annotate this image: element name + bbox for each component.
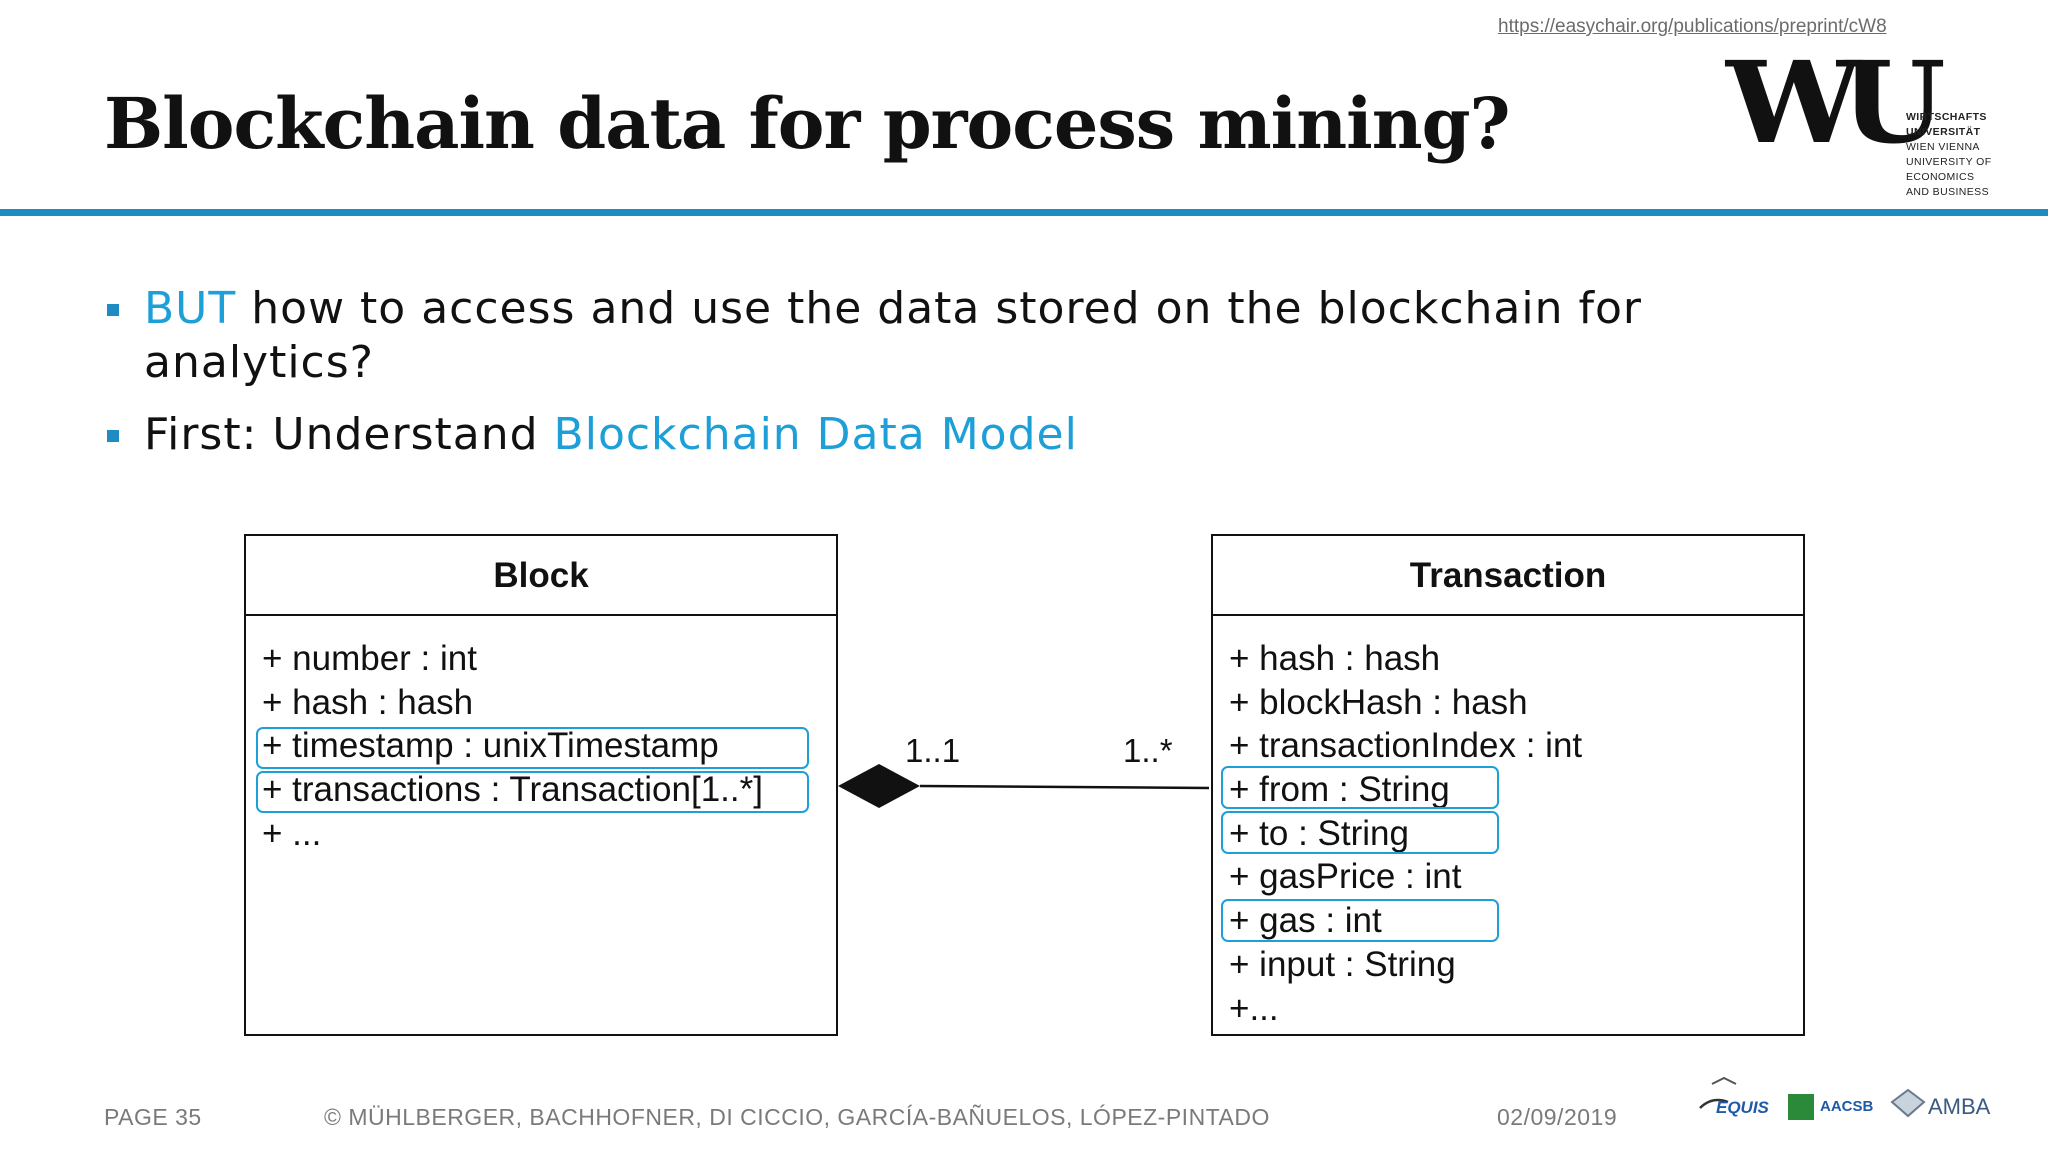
university-logo: WU WIRTSCHAFTS UNIVERSITÄT WIEN VIENNA U… [1722, 38, 1992, 204]
equis-label: EQUIS [1716, 1098, 1769, 1117]
bullet-marker [107, 430, 119, 442]
footer-date: 02/09/2019 [1497, 1104, 1618, 1130]
logo-line: UNIVERSITÄT [1906, 126, 1981, 138]
highlight-transactions [256, 771, 809, 813]
slide-title: Blockchain data for process mining? [104, 82, 1511, 165]
bullet-highlight: Blockchain Data Model [553, 409, 1078, 460]
logo-text: WIRTSCHAFTS UNIVERSITÄT WIEN VIENNA UNIV… [1906, 110, 1992, 200]
header-divider [0, 209, 2048, 216]
bullet-text: how to access and use the data stored on… [144, 283, 1642, 388]
transaction-attribute: + blockHash : hash [1229, 682, 1528, 722]
logo-line: WIEN VIENNA [1906, 141, 1980, 153]
logo-line: AND BUSINESS [1906, 186, 1989, 198]
block-attribute: + hash : hash [262, 682, 474, 722]
highlight-timestamp [256, 727, 809, 769]
transaction-class-title: Transaction [1213, 536, 1803, 616]
highlight-gas [1221, 899, 1499, 942]
amba-logo: AMBA [1888, 1074, 1993, 1130]
logo-line: UNIVERSITY OF [1906, 156, 1992, 168]
footer-authors: © MÜHLBERGER, BACHHOFNER, DI CICCIO, GAR… [324, 1104, 1270, 1130]
highlight-from [1221, 766, 1499, 809]
equis-logo: EQUIS [1694, 1074, 1774, 1130]
aacsb-square-icon [1788, 1094, 1814, 1120]
block-attributes: + number : int + hash : hash + timestamp… [262, 637, 763, 855]
bullet-text: First: Understand [144, 409, 554, 460]
composition-diamond [838, 764, 920, 808]
preprint-link[interactable]: https://easychair.org/publications/prepr… [1498, 16, 1887, 37]
aacsb-label: AACSB [1820, 1098, 1874, 1115]
bullet-item: BUT how to access and use the data store… [104, 282, 1704, 390]
transaction-class: Transaction + hash : hash + blockHash : … [1211, 534, 1805, 1036]
highlight-to [1221, 811, 1499, 854]
transaction-attribute: + input : String [1229, 944, 1456, 984]
block-multiplicity: 1..1 [905, 732, 961, 769]
transaction-attribute: + hash : hash [1229, 639, 1441, 678]
block-attribute: + number : int [262, 639, 477, 678]
transaction-attributes: + hash : hash + blockHash : hash + trans… [1229, 637, 1582, 1030]
transaction-attribute: + from : String [1229, 770, 1450, 810]
bullet-highlight: BUT [144, 283, 237, 334]
block-attribute: + timestamp : unixTimestamp [262, 726, 719, 766]
logo-line: ECONOMICS [1906, 171, 1975, 183]
page-number: PAGE 35 [104, 1104, 202, 1130]
association-line [919, 784, 1210, 790]
bullet-item: First: Understand Blockchain Data Model [104, 408, 1704, 462]
amba-diamond-icon [1890, 1088, 1926, 1118]
bullet-list: BUT how to access and use the data store… [104, 282, 1704, 480]
transaction-attribute: + to : String [1229, 813, 1409, 853]
block-attribute: + ... [262, 813, 322, 853]
transaction-attribute: + transactionIndex : int [1229, 726, 1583, 766]
bullet-marker [107, 304, 119, 316]
transaction-multiplicity: 1..* [1123, 732, 1173, 769]
block-class: Block + number : int + hash : hash + tim… [244, 534, 838, 1036]
transaction-attribute: +... [1229, 988, 1279, 1028]
logo-mark: WU [1726, 38, 1946, 169]
transaction-attribute: + gas : int [1229, 901, 1382, 941]
block-class-title: Block [246, 536, 836, 616]
equis-mark [1699, 1076, 1737, 1109]
transaction-attribute: + gasPrice : int [1229, 857, 1462, 897]
amba-label: AMBA [1928, 1094, 1991, 1119]
block-attribute: + transactions : Transaction[1..*] [262, 770, 763, 810]
logo-line: WIRTSCHAFTS [1906, 111, 1987, 123]
aacsb-logo: AACSB [1786, 1074, 1876, 1130]
